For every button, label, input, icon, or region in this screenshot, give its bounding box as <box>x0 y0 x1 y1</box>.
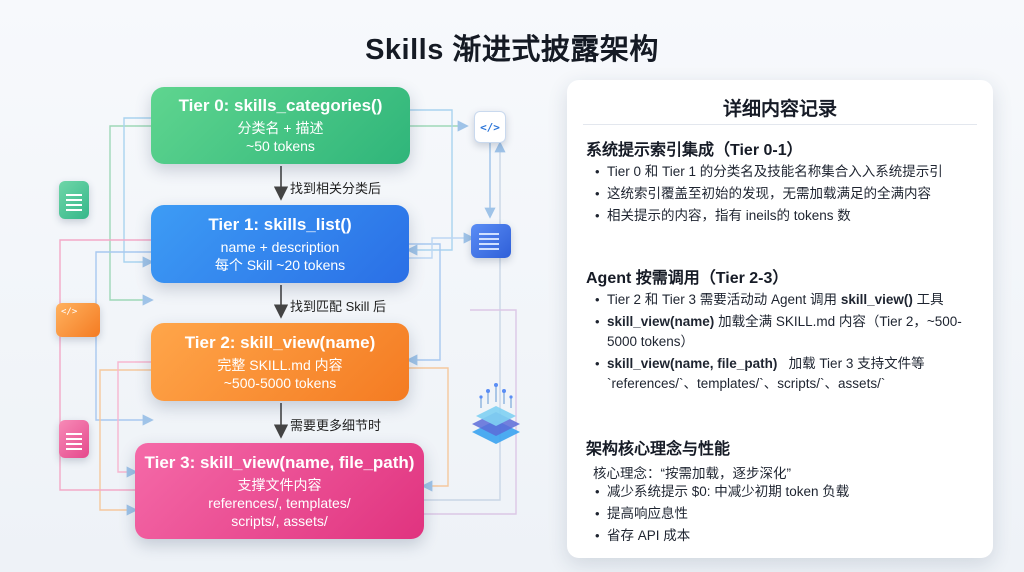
tier-3-line-2: references/, templates/ <box>208 494 351 511</box>
tier-0-box: Tier 0: skills_categories() 分类名 + 描述 ~50… <box>151 87 410 164</box>
bullet-text: Tier 2 和 Tier 3 需要活动动 Agent 调用 <box>607 292 841 307</box>
loop-left-2 <box>99 369 151 516</box>
code-icon: </> <box>474 111 506 143</box>
loop-right-1 <box>406 243 441 366</box>
loop-left-3 <box>59 239 151 491</box>
tier-3-line-1: 支撑文件内容 <box>237 476 322 493</box>
list-item: 省存 API 成本 <box>595 526 975 546</box>
list-item: 这统索引覆盖至初始的发现，无需加载满足的全满内容 <box>595 184 975 204</box>
list-item: 相关提示的内容，指有 ineils的 tokens 数 <box>595 206 975 226</box>
list-item: 减少系统提示 $0: 中减少初期 token 负载 <box>595 482 975 502</box>
loop-left-0 <box>109 125 154 306</box>
loop-right-2 <box>409 367 449 492</box>
tier-1-box: Tier 1: skills_list() name + description… <box>151 205 409 283</box>
section-heading-system-index: 系统提示索引集成（Tier 0-1） <box>586 142 803 159</box>
section-heading-core-philosophy: 架构核心理念与性能 <box>586 441 731 458</box>
tier-0-line-2: ~50 tokens <box>246 138 315 154</box>
bullet-code: skill_view(name) <box>607 314 715 329</box>
detail-panel: 详细内容记录 系统提示索引集成（Tier 0-1） Tier 0 和 Tier … <box>567 80 993 558</box>
tier-3-line-3: scripts/, assets/ <box>231 512 328 529</box>
tier-2-heading: Tier 2: skill_view(name) <box>184 332 376 352</box>
bullet-text: 加载全满 SKILL.md 内容（Tier 2，~500-5000 tokens… <box>607 314 962 349</box>
loop-left-1 <box>95 251 154 426</box>
document-icon-green <box>59 181 89 219</box>
document-icon-pink <box>59 420 89 458</box>
tier-0-line-1: 分类名 + 描述 <box>237 120 324 136</box>
tier-2-line-1: 完整 SKILL.md 内容 <box>217 356 343 373</box>
section-list-system-index: Tier 0 和 Tier 1 的分类名及技能名称集合入入系统提示引 这统索引覆… <box>595 162 975 228</box>
loop-right-0b <box>406 109 453 256</box>
step-label-1: 找到匹配 Skill 后 <box>290 299 387 314</box>
section-heading-agent-on-demand: Agent 按需调用（Tier 2-3） <box>586 270 789 287</box>
step-label-2: 需要更多细节时 <box>290 418 382 433</box>
tier-2-box: Tier 2: skill_view(name) 完整 SKILL.md 内容 … <box>151 323 409 401</box>
code-panel-icon <box>471 224 511 258</box>
loop-left-2b <box>117 361 151 478</box>
philosophy-intro: 核心理念：“按需加载，逐步深化” <box>593 466 791 481</box>
list-item: skill_view(name) 加载全满 SKILL.md 内容（Tier 2… <box>595 312 975 352</box>
tier-1-heading: Tier 1: skills_list() <box>208 214 352 234</box>
tier-3-heading: Tier 3: skill_view(name, file_path) <box>144 452 415 472</box>
tier-1-line-2: 每个 Skill ~20 tokens <box>214 256 346 273</box>
step-label-0: 找到相关分类后 <box>290 181 382 196</box>
diagram-connectors <box>59 109 520 516</box>
loop-right-3b <box>424 309 517 515</box>
page-title: Skills 渐进式披露架构 <box>365 34 659 66</box>
tier-1-line-1: name + description <box>220 238 340 255</box>
section-list-agent-on-demand: Tier 2 和 Tier 3 需要活动动 Agent 调用 skill_vie… <box>595 290 975 396</box>
list-item: 提高响应息性 <box>595 504 975 524</box>
panel-title: 详细内容记录 <box>722 99 837 120</box>
loop-right-3 <box>424 141 506 501</box>
bullet-text: 加载 Tier 3 支持文件等 `references/`、templates/… <box>607 356 929 391</box>
bullet-code: skill_view() <box>840 292 913 307</box>
tier-3-box: Tier 3: skill_view(name, file_path) 支撑文件… <box>135 443 424 539</box>
list-item: Tier 2 和 Tier 3 需要活动动 Agent 调用 skill_vie… <box>595 290 975 310</box>
bullet-code: skill_view(name, file_path) <box>607 356 778 371</box>
list-item: skill_view(name, file_path) 加载 Tier 3 支持… <box>595 354 975 394</box>
list-item: Tier 0 和 Tier 1 的分类名及技能名称集合入入系统提示引 <box>595 162 975 182</box>
tier-0-heading: Tier 0: skills_categories() <box>178 96 383 115</box>
panel-divider <box>583 124 977 125</box>
loop-left-0b <box>123 117 154 268</box>
bullet-text: 工具 <box>912 292 944 307</box>
section-list-core-philosophy: 减少系统提示 $0: 中减少初期 token 负载 提高响应息性 省存 API … <box>595 482 975 548</box>
layers-stack-icon <box>472 383 520 444</box>
tier-2-line-2: ~500-5000 tokens <box>223 374 337 391</box>
code-window-icon: </> <box>56 303 100 337</box>
loop-right-1b <box>409 232 475 259</box>
